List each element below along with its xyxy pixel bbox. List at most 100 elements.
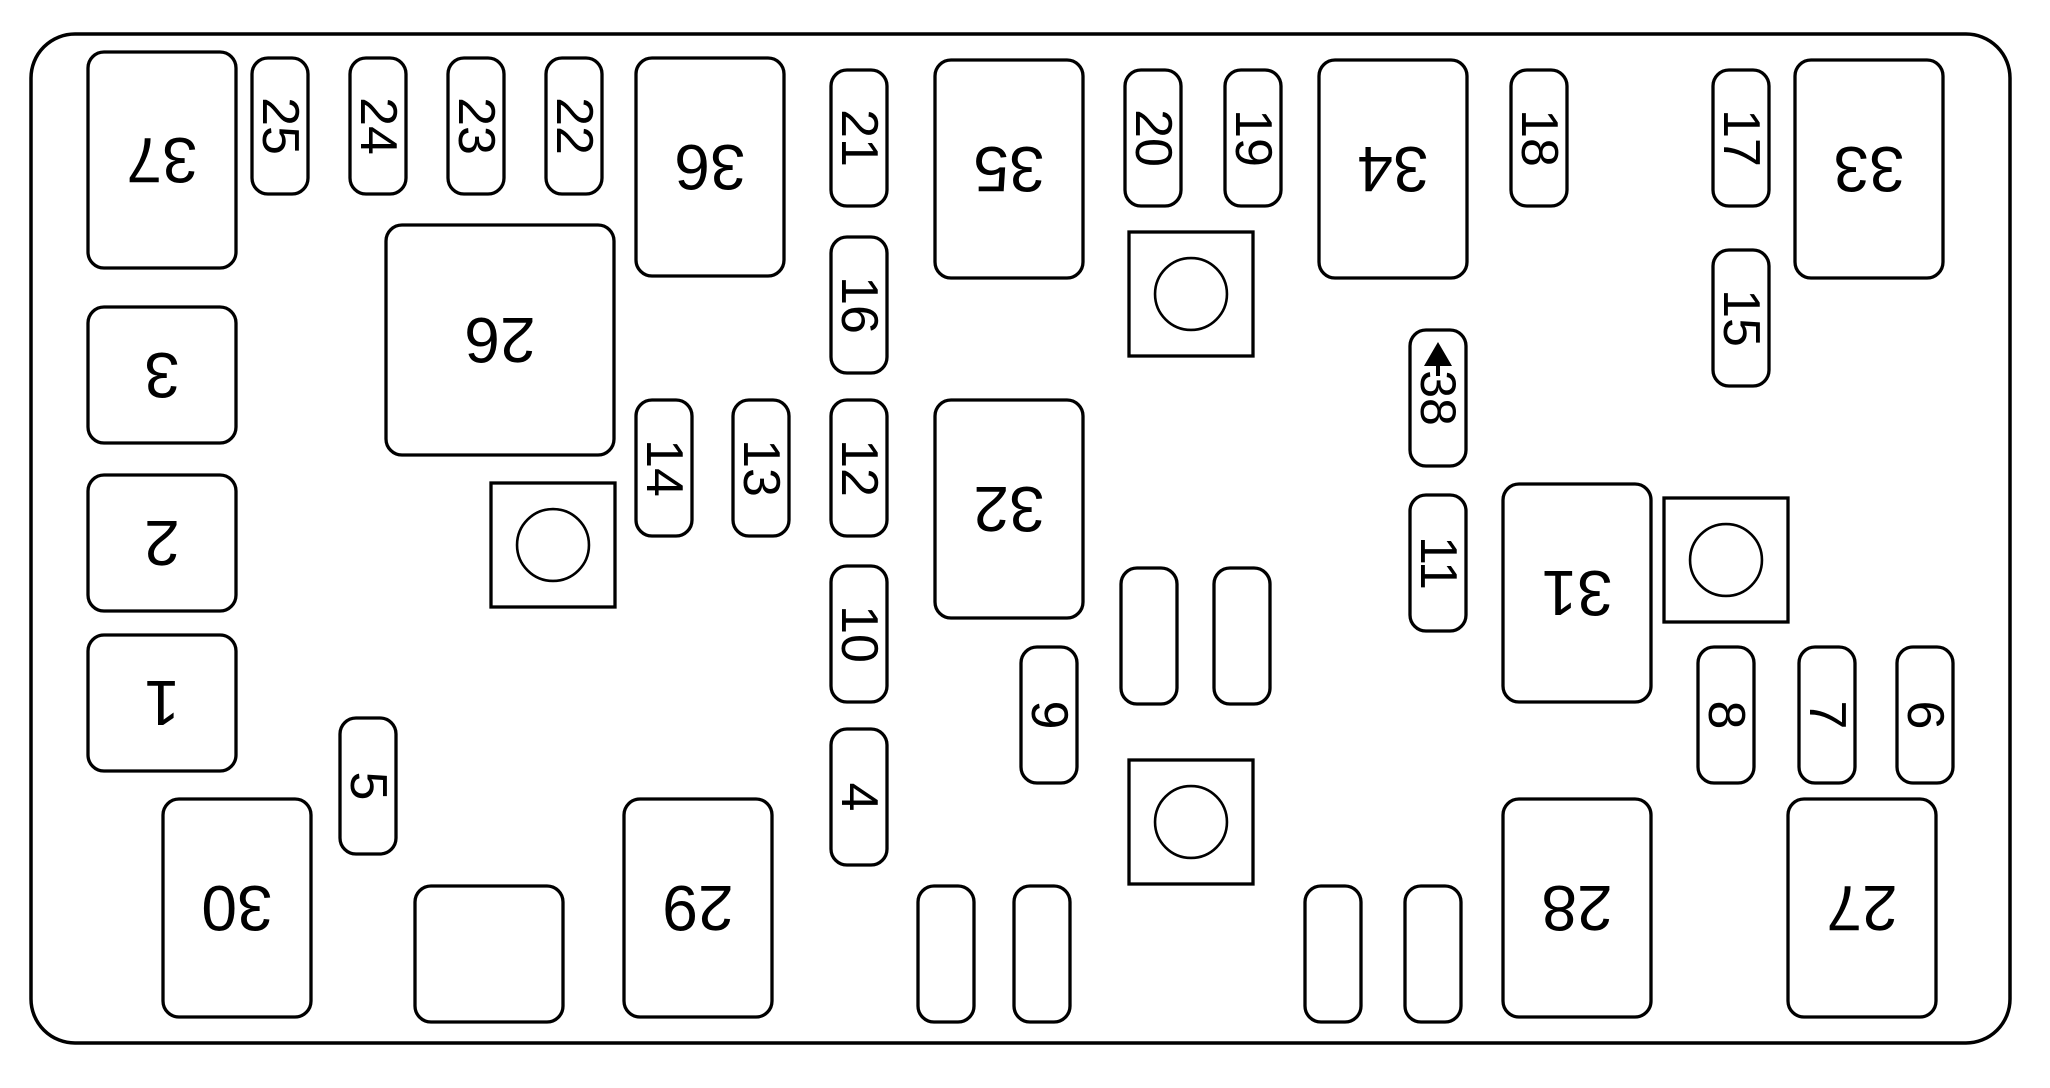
fuse-slot-number: 38 bbox=[1410, 370, 1466, 426]
slot-13: 13 bbox=[731, 398, 791, 538]
fuse-slot-number: 20 bbox=[1124, 109, 1182, 167]
blank-fuse-slot-a bbox=[1119, 566, 1179, 706]
fuse-slot-outline bbox=[446, 56, 506, 196]
bolt-hole-icon bbox=[1688, 522, 1764, 598]
slot-2: 2 bbox=[86, 473, 238, 613]
arrow-pointer-icon bbox=[1424, 342, 1452, 366]
slot-20: 20 bbox=[1123, 68, 1183, 208]
fuse-slot-outline bbox=[86, 473, 238, 613]
slot-27: 27 bbox=[1786, 797, 1938, 1019]
slot-6: 6 bbox=[1895, 645, 1955, 785]
fuse-slot-number: 14 bbox=[635, 439, 693, 497]
slot-22: 22 bbox=[544, 56, 604, 196]
slot-8: 8 bbox=[1696, 645, 1756, 785]
mounting-hole-upper-center bbox=[1127, 230, 1255, 358]
fuse-slot-number: 35 bbox=[973, 133, 1044, 205]
slot-21: 21 bbox=[829, 68, 889, 208]
slot-14: 14 bbox=[634, 398, 694, 538]
fuse-slot-number: 15 bbox=[1712, 289, 1770, 347]
blank-relay-slot bbox=[413, 884, 565, 1024]
fuse-slot-outline bbox=[1895, 645, 1955, 785]
slot-11: 11 bbox=[1408, 493, 1468, 633]
fuse-slot-number: 37 bbox=[126, 124, 197, 196]
mounting-holes bbox=[489, 230, 1790, 886]
fuse-slot-outline bbox=[338, 716, 398, 856]
fuse-slot-outline bbox=[1317, 58, 1469, 280]
mounting-hole-right bbox=[1662, 496, 1790, 624]
fuse-slot-number: 9 bbox=[1020, 701, 1078, 730]
slot-36: 36 bbox=[634, 56, 786, 278]
fuse-slot-outline bbox=[622, 797, 774, 1019]
fuse-slot-number: 23 bbox=[447, 97, 505, 155]
slot-17: 17 bbox=[1711, 68, 1771, 208]
fuse-slot-outline bbox=[544, 56, 604, 196]
fuse-slot-number: 10 bbox=[830, 605, 888, 663]
slot-24: 24 bbox=[348, 56, 408, 196]
fuse-slot-number: 12 bbox=[830, 439, 888, 497]
fuse-slot-number: 2 bbox=[144, 507, 180, 579]
slot-37: 37 bbox=[86, 50, 238, 270]
fuse-slot-outline bbox=[86, 50, 238, 270]
slot-29: 29 bbox=[622, 797, 774, 1019]
fuse-slot-number: 5 bbox=[339, 772, 397, 801]
bolt-hole-icon bbox=[1153, 784, 1229, 860]
fuse-slot-number: 25 bbox=[251, 97, 309, 155]
fuse-slot-outline bbox=[1797, 645, 1857, 785]
mounting-hole-left bbox=[489, 481, 617, 609]
slot-32: 32 bbox=[933, 398, 1085, 620]
fuse-slot-number: 19 bbox=[1224, 109, 1282, 167]
fuse-slot-outline bbox=[250, 56, 310, 196]
fuse-slot-outline bbox=[1501, 797, 1653, 1019]
fuse-slot-number: 4 bbox=[830, 783, 888, 812]
slot-3: 3 bbox=[86, 305, 238, 445]
fuse-slot-number: 3 bbox=[144, 339, 180, 411]
fuse-slot-outline bbox=[1509, 68, 1569, 208]
fuse-slot-number: 13 bbox=[732, 439, 790, 497]
fuse-slot-outline bbox=[86, 305, 238, 445]
fuse-slot-outline bbox=[731, 398, 791, 538]
fuse-slot-number: 34 bbox=[1357, 133, 1428, 205]
fuse-slot-outline bbox=[829, 564, 889, 704]
slot-31: 31 bbox=[1501, 482, 1653, 704]
fuse-slot-number: 30 bbox=[201, 872, 272, 944]
fuse-slot-number: 24 bbox=[349, 97, 407, 155]
slot-18: 18 bbox=[1509, 68, 1569, 208]
fuse-slot-outline bbox=[933, 398, 1085, 620]
fuse-slot-number: 33 bbox=[1833, 133, 1904, 205]
fuse-slot-outline bbox=[1711, 248, 1771, 388]
slot-10: 10 bbox=[829, 564, 889, 704]
blank-fuse-slot-e bbox=[1303, 884, 1363, 1024]
slot-30: 30 bbox=[161, 797, 313, 1019]
fuse-slot-outline bbox=[1408, 328, 1468, 468]
slot-28: 28 bbox=[1501, 797, 1653, 1019]
blank-fuse-slot-f bbox=[1403, 884, 1463, 1024]
slot-26: 26 bbox=[384, 223, 616, 457]
mounting-hole-lower-center bbox=[1127, 758, 1255, 886]
slot-5: 5 bbox=[338, 716, 398, 856]
fuse-slot-outline bbox=[161, 797, 313, 1019]
fuse-slot-outline bbox=[1019, 645, 1079, 785]
fuse-slot-number: 16 bbox=[830, 276, 888, 334]
fuse-slot-outline bbox=[1501, 482, 1653, 704]
fuse-slot-outline bbox=[1408, 493, 1468, 633]
fuse-slot-outline bbox=[384, 223, 616, 457]
fuse-slot-number: 31 bbox=[1541, 557, 1612, 629]
slot-4: 4 bbox=[829, 727, 889, 867]
fuse-slot-number: 7 bbox=[1798, 701, 1856, 730]
fuse-slot-number: 22 bbox=[545, 97, 603, 155]
fuse-slot-number: 6 bbox=[1896, 701, 1954, 730]
fuse-slot-outline bbox=[634, 56, 786, 278]
fuse-slot-outline bbox=[829, 235, 889, 375]
arrow-shaft bbox=[1436, 364, 1440, 376]
slot-9: 9 bbox=[1019, 645, 1079, 785]
bolt-hole-icon bbox=[1153, 256, 1229, 332]
slot-12: 12 bbox=[829, 398, 889, 538]
slot-33: 33 bbox=[1793, 58, 1945, 280]
blank-fuse-slot-d bbox=[1012, 884, 1072, 1024]
fuse-slot-outline bbox=[1786, 797, 1938, 1019]
fuse-slot-number: 11 bbox=[1409, 536, 1467, 590]
fuse-slot-number: 18 bbox=[1510, 109, 1568, 167]
fuse-slot-number: 21 bbox=[830, 109, 888, 167]
fuse-slot-number: 1 bbox=[144, 667, 180, 739]
